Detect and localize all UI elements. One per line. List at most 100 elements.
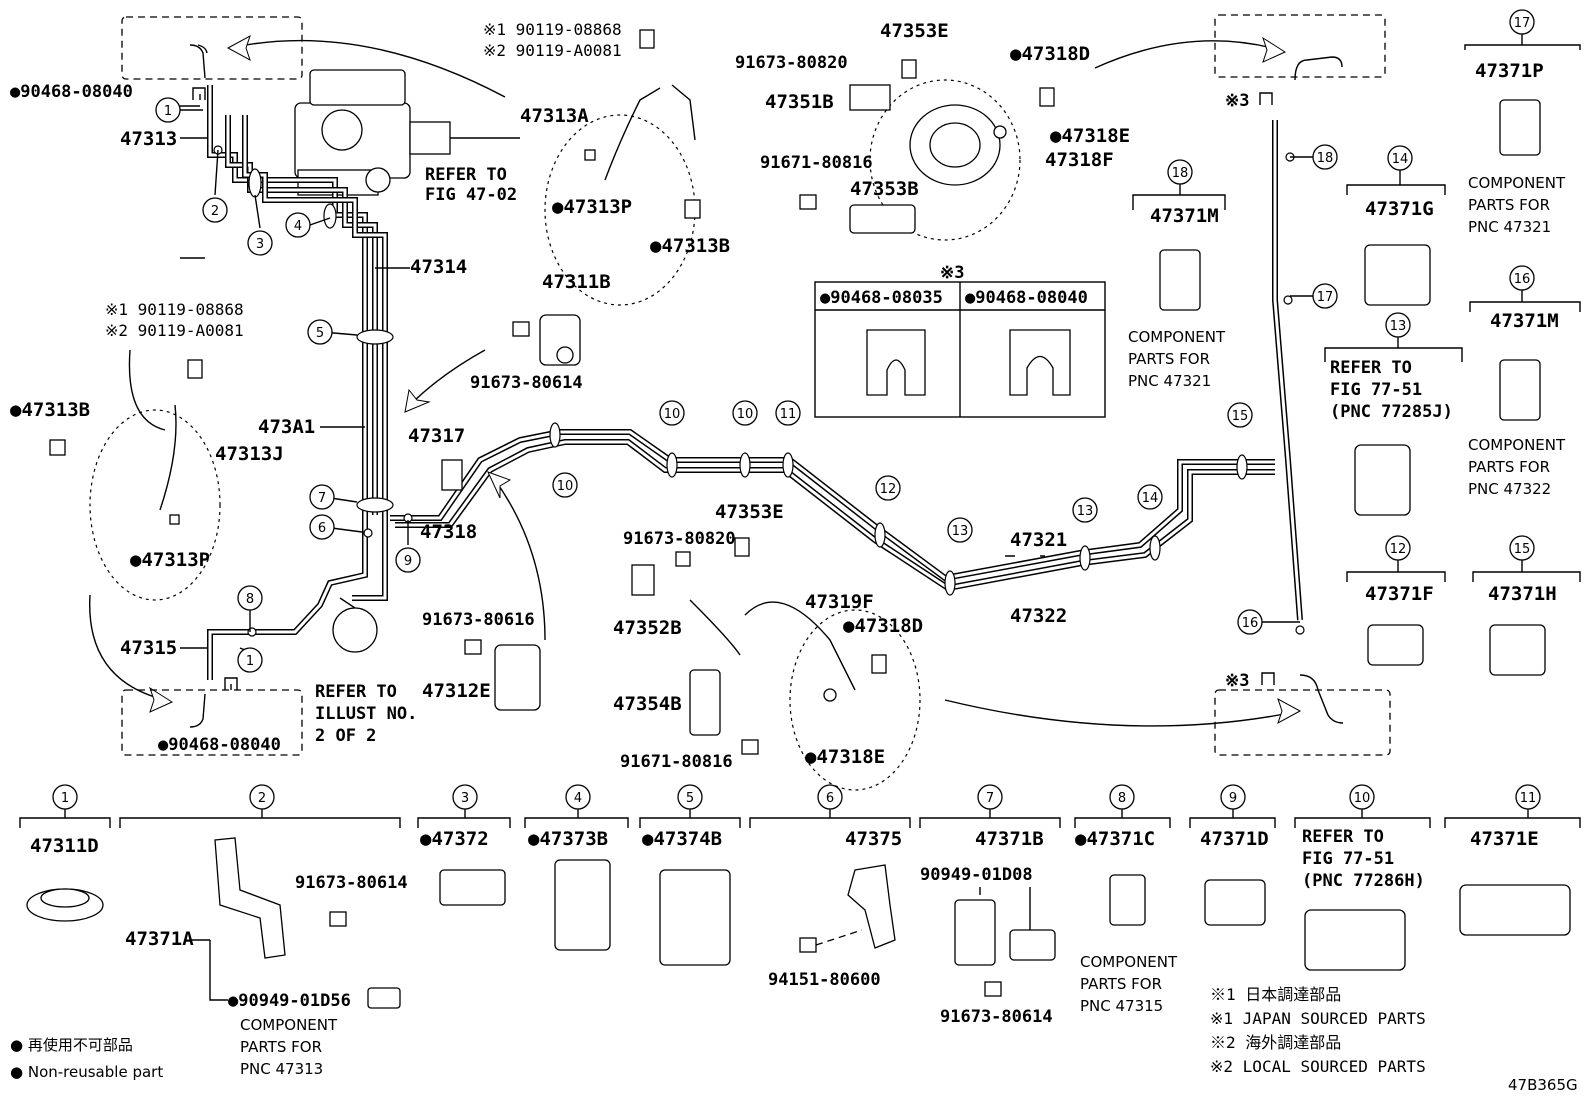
hose-end-icon <box>189 44 208 79</box>
label-47318D-top: ●47318D <box>1010 43 1090 65</box>
pipe-clip-marks <box>213 145 1305 637</box>
svg-text:PNC 47321: PNC 47321 <box>1468 218 1551 236</box>
detail-box-bottom-right <box>1214 689 1391 756</box>
svg-text:12: 12 <box>1390 542 1407 557</box>
detail-box-top-right <box>1214 14 1386 78</box>
bottom-5-pn: ●47374B <box>642 828 722 850</box>
bolt-icon-top <box>639 29 655 49</box>
svg-text:COMPONENT: COMPONENT <box>240 1016 338 1034</box>
pipe-to-clip <box>339 597 356 609</box>
svg-text:REFER TO: REFER TO <box>1330 358 1412 378</box>
bottom-8-pn: ●47371C <box>1075 828 1155 850</box>
svg-text:FIG 77-51: FIG 77-51 <box>1302 849 1394 869</box>
box-13: 13 REFER TO FIG 77-51 (PNC 77285J) <box>1324 312 1463 516</box>
svg-text:14: 14 <box>1392 152 1409 167</box>
label-47318: 47318 <box>420 521 477 543</box>
arrow-head-473A1 <box>404 388 431 413</box>
label-47313A: 47313A <box>520 105 589 127</box>
arrow-head-bottom-right <box>1277 697 1302 725</box>
label-47311B: 47311B <box>542 271 611 293</box>
svg-text:90949-01D08: 90949-01D08 <box>920 865 1033 885</box>
legend-non-reusable-jp: ● 再使用不可部品 <box>10 1036 133 1054</box>
svg-text:COMPONENT: COMPONENT <box>1128 328 1226 346</box>
svg-text:1: 1 <box>246 654 254 669</box>
svg-text:●90949-01D56: ●90949-01D56 <box>228 991 351 1011</box>
svg-text:11: 11 <box>1520 791 1537 806</box>
label-91673-80614-a: 91673-80614 <box>470 373 583 393</box>
svg-text:2: 2 <box>211 204 219 219</box>
svg-text:5: 5 <box>316 326 324 341</box>
label-47318F: 47318F <box>1045 149 1114 171</box>
bottom-row: 1 47311D 2 91673-80614 47371A ●90949-01D… <box>19 784 1581 1078</box>
bottom-1-pn: 47311D <box>30 835 99 857</box>
svg-text:COMPONENT: COMPONENT <box>1468 174 1566 192</box>
pipe-47321-47322 <box>390 429 1275 592</box>
svg-text:17: 17 <box>1317 290 1334 305</box>
bottom-11-pn: 47371E <box>1470 828 1539 850</box>
box-18: 18 47371M COMPONENT PARTS FOR PNC 47321 <box>1128 159 1226 390</box>
label-47353E-mid: 47353E <box>715 501 784 523</box>
label-jp1-top: ※1 90119-08868 <box>483 20 622 39</box>
svg-text:6: 6 <box>318 521 326 536</box>
bottom-6-pn: 47375 <box>845 828 902 850</box>
label-47353E-top: 47353E <box>880 20 949 42</box>
svg-text:REFER TO: REFER TO <box>1302 827 1384 847</box>
bracket-47311B <box>512 314 581 366</box>
label-47354B: 47354B <box>613 693 682 715</box>
label-ov2-left: ※2 90119-A0081 <box>105 321 244 340</box>
box-12: 12 47371F <box>1346 535 1446 666</box>
box-17-pn: 47371P <box>1475 60 1544 82</box>
bottom-2-pn: 47371A <box>125 928 194 950</box>
label-47313J: 47313J <box>215 443 284 465</box>
svg-text:18: 18 <box>1317 151 1334 166</box>
svg-text:6: 6 <box>826 791 834 806</box>
clip-table-col2: ●90468-08040 <box>965 288 1088 308</box>
box-18-pn: 47371M <box>1150 205 1219 227</box>
arrow-curve-top-left <box>229 39 506 98</box>
svg-text:(PNC 77286H): (PNC 77286H) <box>1302 871 1425 891</box>
clip-icon-47313P-left <box>169 514 180 525</box>
svg-text:PNC 47313: PNC 47313 <box>240 1060 323 1078</box>
box-12-pn: 47371F <box>1365 583 1434 605</box>
u-clip-icon <box>1009 329 1071 396</box>
arrow-bottom-right <box>944 699 1296 727</box>
footnote-jp2: ※2 海外調達部品 <box>1210 1033 1341 1052</box>
svg-text:10: 10 <box>557 479 574 494</box>
label-47353B: 47353B <box>850 178 919 200</box>
label-47319F: 47319F <box>805 591 874 613</box>
svg-text:18: 18 <box>1172 166 1189 181</box>
box-14: 14 47371G <box>1346 145 1446 306</box>
svg-text:PARTS FOR: PARTS FOR <box>1080 975 1162 993</box>
svg-text:PARTS FOR: PARTS FOR <box>1468 458 1550 476</box>
arrow-top-right <box>1094 40 1281 69</box>
svg-text:8: 8 <box>246 592 254 607</box>
svg-text:94151-80600: 94151-80600 <box>768 970 881 990</box>
label-jp1-left: ※1 90119-08868 <box>105 300 244 319</box>
svg-text:(PNC 77285J): (PNC 77285J) <box>1330 402 1453 422</box>
svg-text:5: 5 <box>686 791 694 806</box>
svg-text:FIG 77-51: FIG 77-51 <box>1330 380 1422 400</box>
clip-table-col1: ●90468-08035 <box>820 288 943 308</box>
arrow-head-top-left <box>226 34 251 62</box>
svg-text:PARTS FOR: PARTS FOR <box>1468 196 1550 214</box>
bottom-7-pn: 47371B <box>975 828 1044 850</box>
svg-text:COMPONENT: COMPONENT <box>1080 953 1178 971</box>
detail-ellipse-47318E <box>789 609 921 791</box>
label-refer2c: 2 OF 2 <box>315 726 376 746</box>
callout-circles: 1 2 3 4 5 7 6 9 8 1 10 10 10 11 12 13 13… <box>155 97 1338 673</box>
label-refer1b: FIG 47-02 <box>425 185 517 205</box>
svg-text:PNC 47322: PNC 47322 <box>1468 480 1551 498</box>
label-47313P-left: ●47313P <box>130 549 210 571</box>
u-clip-icon <box>192 87 206 100</box>
svg-text:16: 16 <box>1514 272 1531 287</box>
brake-actuator-assembly <box>294 69 520 196</box>
svg-text:15: 15 <box>1232 409 1249 424</box>
label-47313B-left: ●47313B <box>10 399 90 421</box>
box-16: 16 47371M COMPONENT PARTS FOR PNC 47322 <box>1468 265 1581 498</box>
footnote-en2: ※2 LOCAL SOURCED PARTS <box>1210 1057 1426 1076</box>
u-clip-icon <box>1259 92 1273 105</box>
svg-text:COMPONENT: COMPONENT <box>1468 436 1566 454</box>
detail-ellipse-47313J <box>89 409 221 601</box>
bottom-9-pn: 47371D <box>1200 828 1269 850</box>
